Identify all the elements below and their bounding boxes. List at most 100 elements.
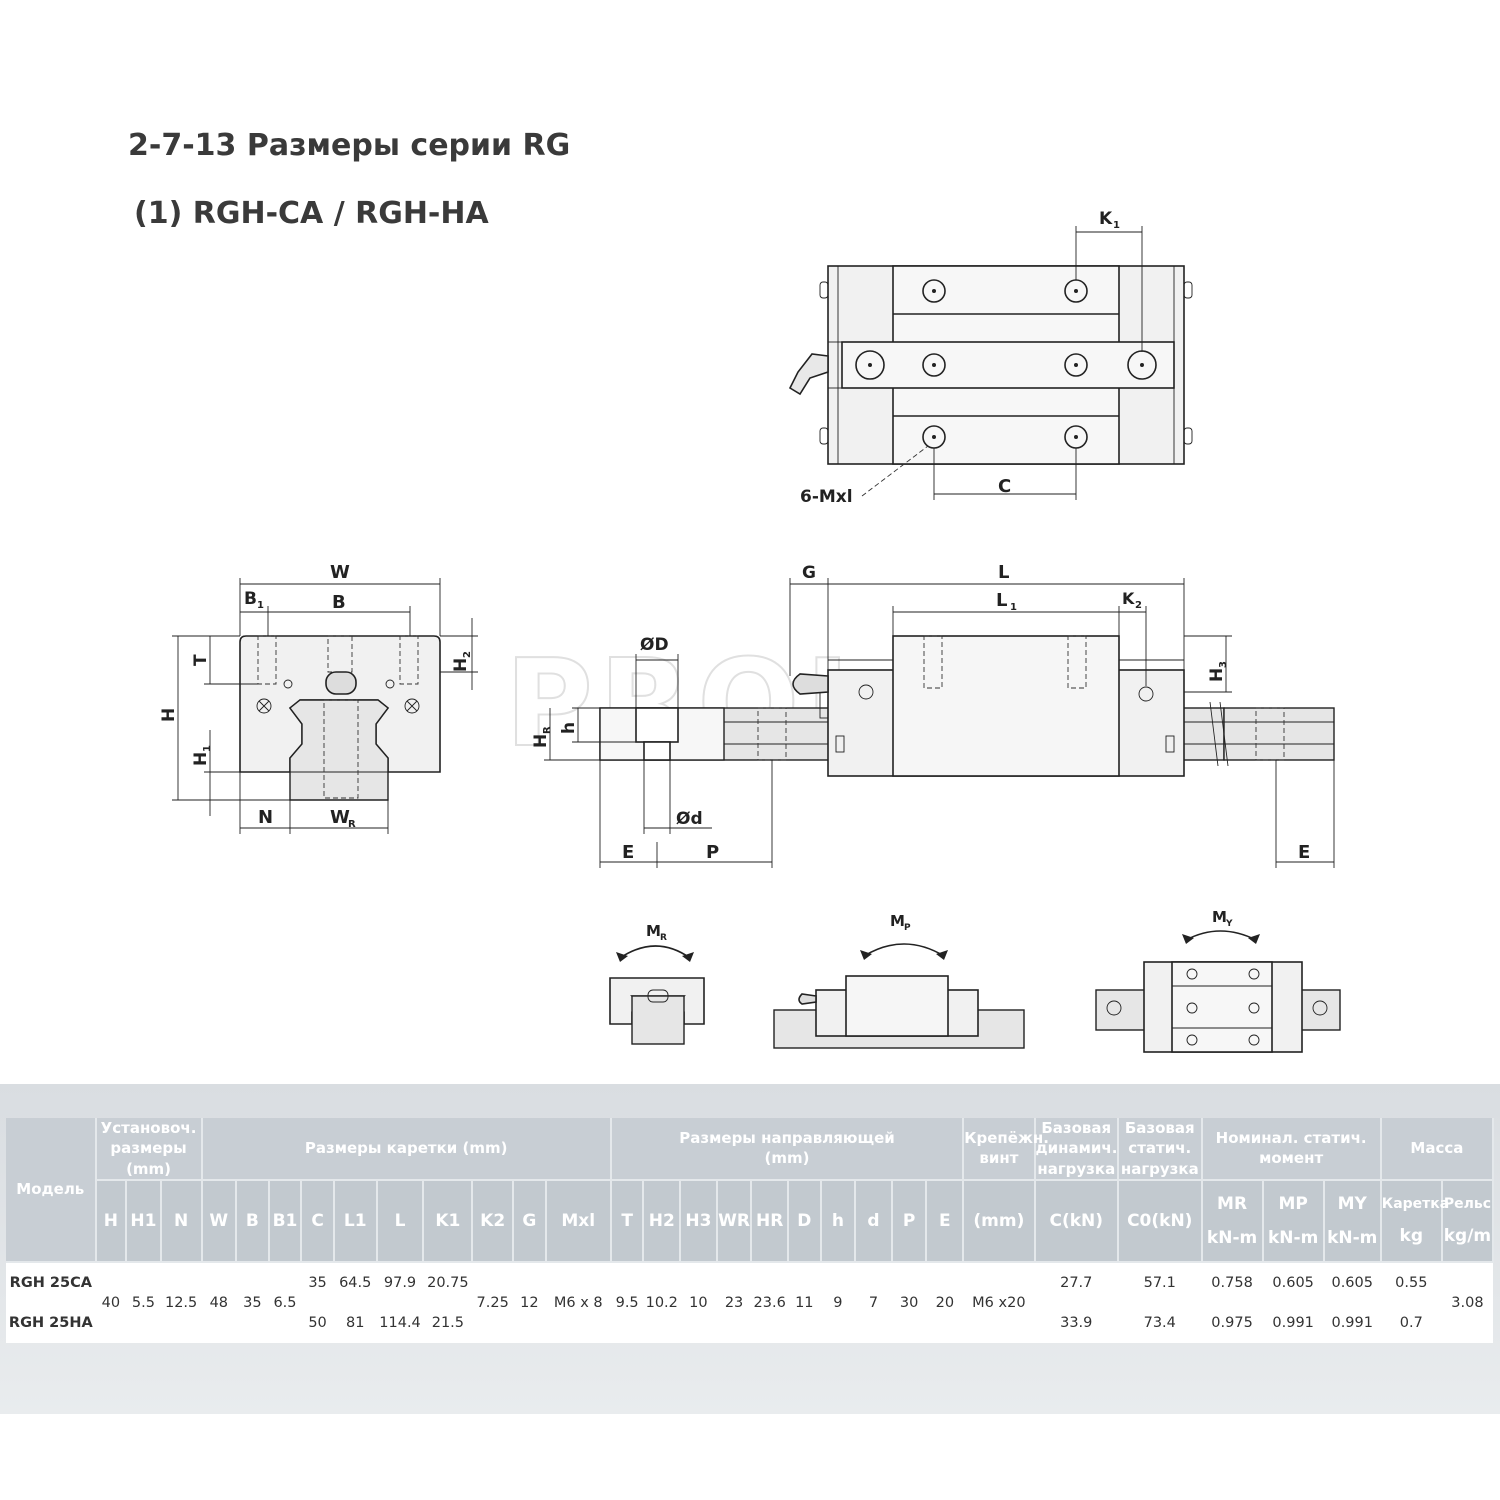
col-header: T bbox=[610, 1178, 645, 1262]
table-cell: 40 bbox=[95, 1260, 127, 1343]
table-cell: 0.975 bbox=[1201, 1302, 1263, 1343]
col-header: N bbox=[160, 1178, 203, 1262]
dim-h-label: H bbox=[159, 708, 179, 722]
table-cell: 33.9 bbox=[1034, 1302, 1119, 1343]
dim-g-label: G bbox=[802, 563, 816, 583]
col-header: B1 bbox=[268, 1178, 303, 1262]
table-cell: 97.9 bbox=[376, 1260, 424, 1303]
dim-h1-sub: 1 bbox=[202, 745, 213, 752]
table-cell: 73.4 bbox=[1118, 1302, 1202, 1343]
model-cell: RGH 25HA bbox=[6, 1302, 96, 1343]
dim-h3-label: H bbox=[1207, 668, 1227, 682]
col-header: d bbox=[855, 1178, 893, 1262]
hdr-rail: Размеры направляющей (mm) bbox=[610, 1118, 965, 1180]
table-cell: 0.758 bbox=[1201, 1260, 1263, 1303]
moment-mr-sub: R bbox=[660, 933, 667, 943]
table-cell: 11 bbox=[788, 1260, 821, 1343]
col-header: C0(kN) bbox=[1118, 1178, 1203, 1262]
dim-h2-sub: 2 bbox=[462, 651, 473, 658]
spec-table: Модель Установоч. размеры (mm) Размеры к… bbox=[6, 1118, 1495, 1343]
table-cell: 57.1 bbox=[1118, 1260, 1202, 1303]
table-cell: 20.75 bbox=[423, 1260, 473, 1303]
hdr-mass: Масса bbox=[1380, 1118, 1495, 1180]
dim-b1-sub: 1 bbox=[257, 600, 264, 611]
table-cell: 7 bbox=[855, 1260, 892, 1343]
dim-k2-sub: 2 bbox=[1135, 600, 1142, 611]
hdr-bolt: Крепёжн. винт bbox=[963, 1118, 1049, 1180]
dim-e-left-label: E bbox=[622, 842, 634, 863]
dim-p-label: P bbox=[706, 842, 719, 863]
table-cell: 12.5 bbox=[160, 1260, 202, 1343]
hdr-moment: Номинал. статич. момент bbox=[1201, 1118, 1382, 1180]
table-cell: 20 bbox=[926, 1260, 964, 1343]
dim-h2-label: H bbox=[451, 658, 471, 672]
dim-od-label: ØD bbox=[640, 635, 669, 655]
dim-b1-label: B bbox=[244, 589, 257, 609]
dim-k1-sub: 1 bbox=[1113, 220, 1120, 231]
table-cell: 9.5 bbox=[610, 1260, 644, 1343]
col-header: HR bbox=[751, 1178, 789, 1262]
col-header: WR bbox=[716, 1178, 753, 1262]
dim-l-label: L bbox=[998, 562, 1009, 583]
col-header: W bbox=[201, 1178, 238, 1262]
table-cell: 81 bbox=[333, 1302, 377, 1343]
dim-holes-label: 6-Mxl bbox=[800, 487, 853, 507]
dim-n-label: N bbox=[258, 807, 273, 828]
table-cell: 5.5 bbox=[126, 1260, 161, 1343]
technical-drawing: PROLM K bbox=[159, 209, 1341, 1053]
table-cell: 21.5 bbox=[423, 1302, 473, 1343]
col-header: H1 bbox=[126, 1178, 162, 1262]
hdr-static: Базовая статич. нагрузка bbox=[1118, 1118, 1203, 1180]
page-subtitle: (1) RGH-CA / RGH-HA bbox=[134, 196, 489, 231]
col-header: H bbox=[95, 1178, 128, 1262]
col-header: H3 bbox=[680, 1178, 718, 1262]
top-view: K 1 C 6-Mxl bbox=[788, 209, 1193, 507]
col-header: K1 bbox=[423, 1178, 474, 1262]
dim-h3-sub: 3 bbox=[1218, 661, 1229, 668]
dim-h1-label: H bbox=[191, 752, 211, 766]
table-cell: 23.6 bbox=[751, 1260, 788, 1343]
col-header: D bbox=[788, 1178, 822, 1262]
moment-mp-diagram: M P bbox=[773, 912, 1025, 1049]
table-cell: 23 bbox=[716, 1260, 752, 1343]
table-cell: 50 bbox=[301, 1302, 334, 1343]
table-cell: M6 x 8 bbox=[545, 1260, 611, 1343]
table-cell: 6.5 bbox=[268, 1260, 302, 1343]
table-cell: 9 bbox=[820, 1260, 856, 1343]
col-header: Mxl bbox=[545, 1178, 612, 1262]
model-cell: RGH 25CA bbox=[6, 1260, 96, 1303]
table-cell: 30 bbox=[891, 1260, 927, 1343]
dim-wr-label: W bbox=[330, 807, 350, 828]
hdr-dynamic: Базовая динамич. нагрузка bbox=[1034, 1118, 1120, 1180]
dim-e-right-label: E bbox=[1298, 842, 1310, 863]
dim-hr-label: H bbox=[531, 734, 551, 748]
table-cell: 35 bbox=[301, 1260, 334, 1303]
moment-mr-diagram: M R bbox=[609, 922, 705, 1045]
col-header: E bbox=[926, 1178, 965, 1262]
table-cell: 0.55 bbox=[1380, 1260, 1442, 1303]
col-header: B bbox=[236, 1178, 270, 1262]
dim-k2-label: K bbox=[1122, 589, 1135, 608]
hdr-block: Размеры каретки (mm) bbox=[201, 1118, 612, 1180]
col-header: L1 bbox=[333, 1178, 378, 1262]
col-header: C(kN) bbox=[1034, 1178, 1120, 1262]
dim-b-label: B bbox=[332, 592, 346, 613]
dim-wr-sub: R bbox=[348, 819, 356, 830]
spec-table-panel: Модель Установоч. размеры (mm) Размеры к… bbox=[0, 1084, 1500, 1414]
hdr-mount: Установоч. размеры (mm) bbox=[95, 1118, 203, 1180]
end-view: W B B 1 T H H 1 H 2 N W R bbox=[159, 562, 478, 834]
table-cell: 10 bbox=[680, 1260, 717, 1343]
moment-mp-label: M bbox=[890, 912, 905, 930]
col-header: L bbox=[376, 1178, 425, 1262]
dim-l1-sub: 1 bbox=[1010, 602, 1017, 613]
dim-h-small-label: h bbox=[559, 722, 579, 734]
moment-mp-sub: P bbox=[904, 923, 911, 933]
col-header: P bbox=[891, 1178, 928, 1262]
